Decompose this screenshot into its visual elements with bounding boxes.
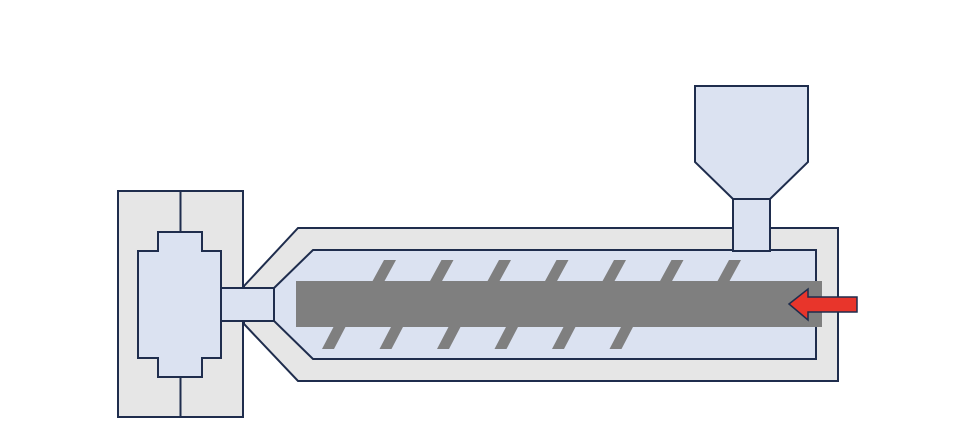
feed-arrow-icon <box>787 287 858 322</box>
hopper-throat <box>732 198 771 252</box>
screw-flight-top <box>717 260 741 282</box>
nozzle <box>220 287 275 322</box>
screw-flight-top <box>602 260 626 282</box>
screw <box>296 260 822 349</box>
screw-flight-top <box>487 260 511 282</box>
hopper-funnel <box>694 85 809 200</box>
screw-flight-top <box>659 260 684 282</box>
screw-flight-top <box>372 260 396 282</box>
screw-flight-bottom <box>552 326 576 349</box>
screw-flight-bottom <box>437 326 461 349</box>
screw-flight-bottom <box>379 326 404 349</box>
screw-shaft <box>296 281 822 327</box>
mold-cavity <box>137 231 222 378</box>
screw-flight-bottom <box>609 326 634 349</box>
screw-flight-top <box>544 260 569 282</box>
screw-flight-bottom <box>322 326 346 349</box>
screw-flight-bottom <box>494 326 519 349</box>
hopper <box>694 85 809 252</box>
screw-flight-top <box>429 260 454 282</box>
